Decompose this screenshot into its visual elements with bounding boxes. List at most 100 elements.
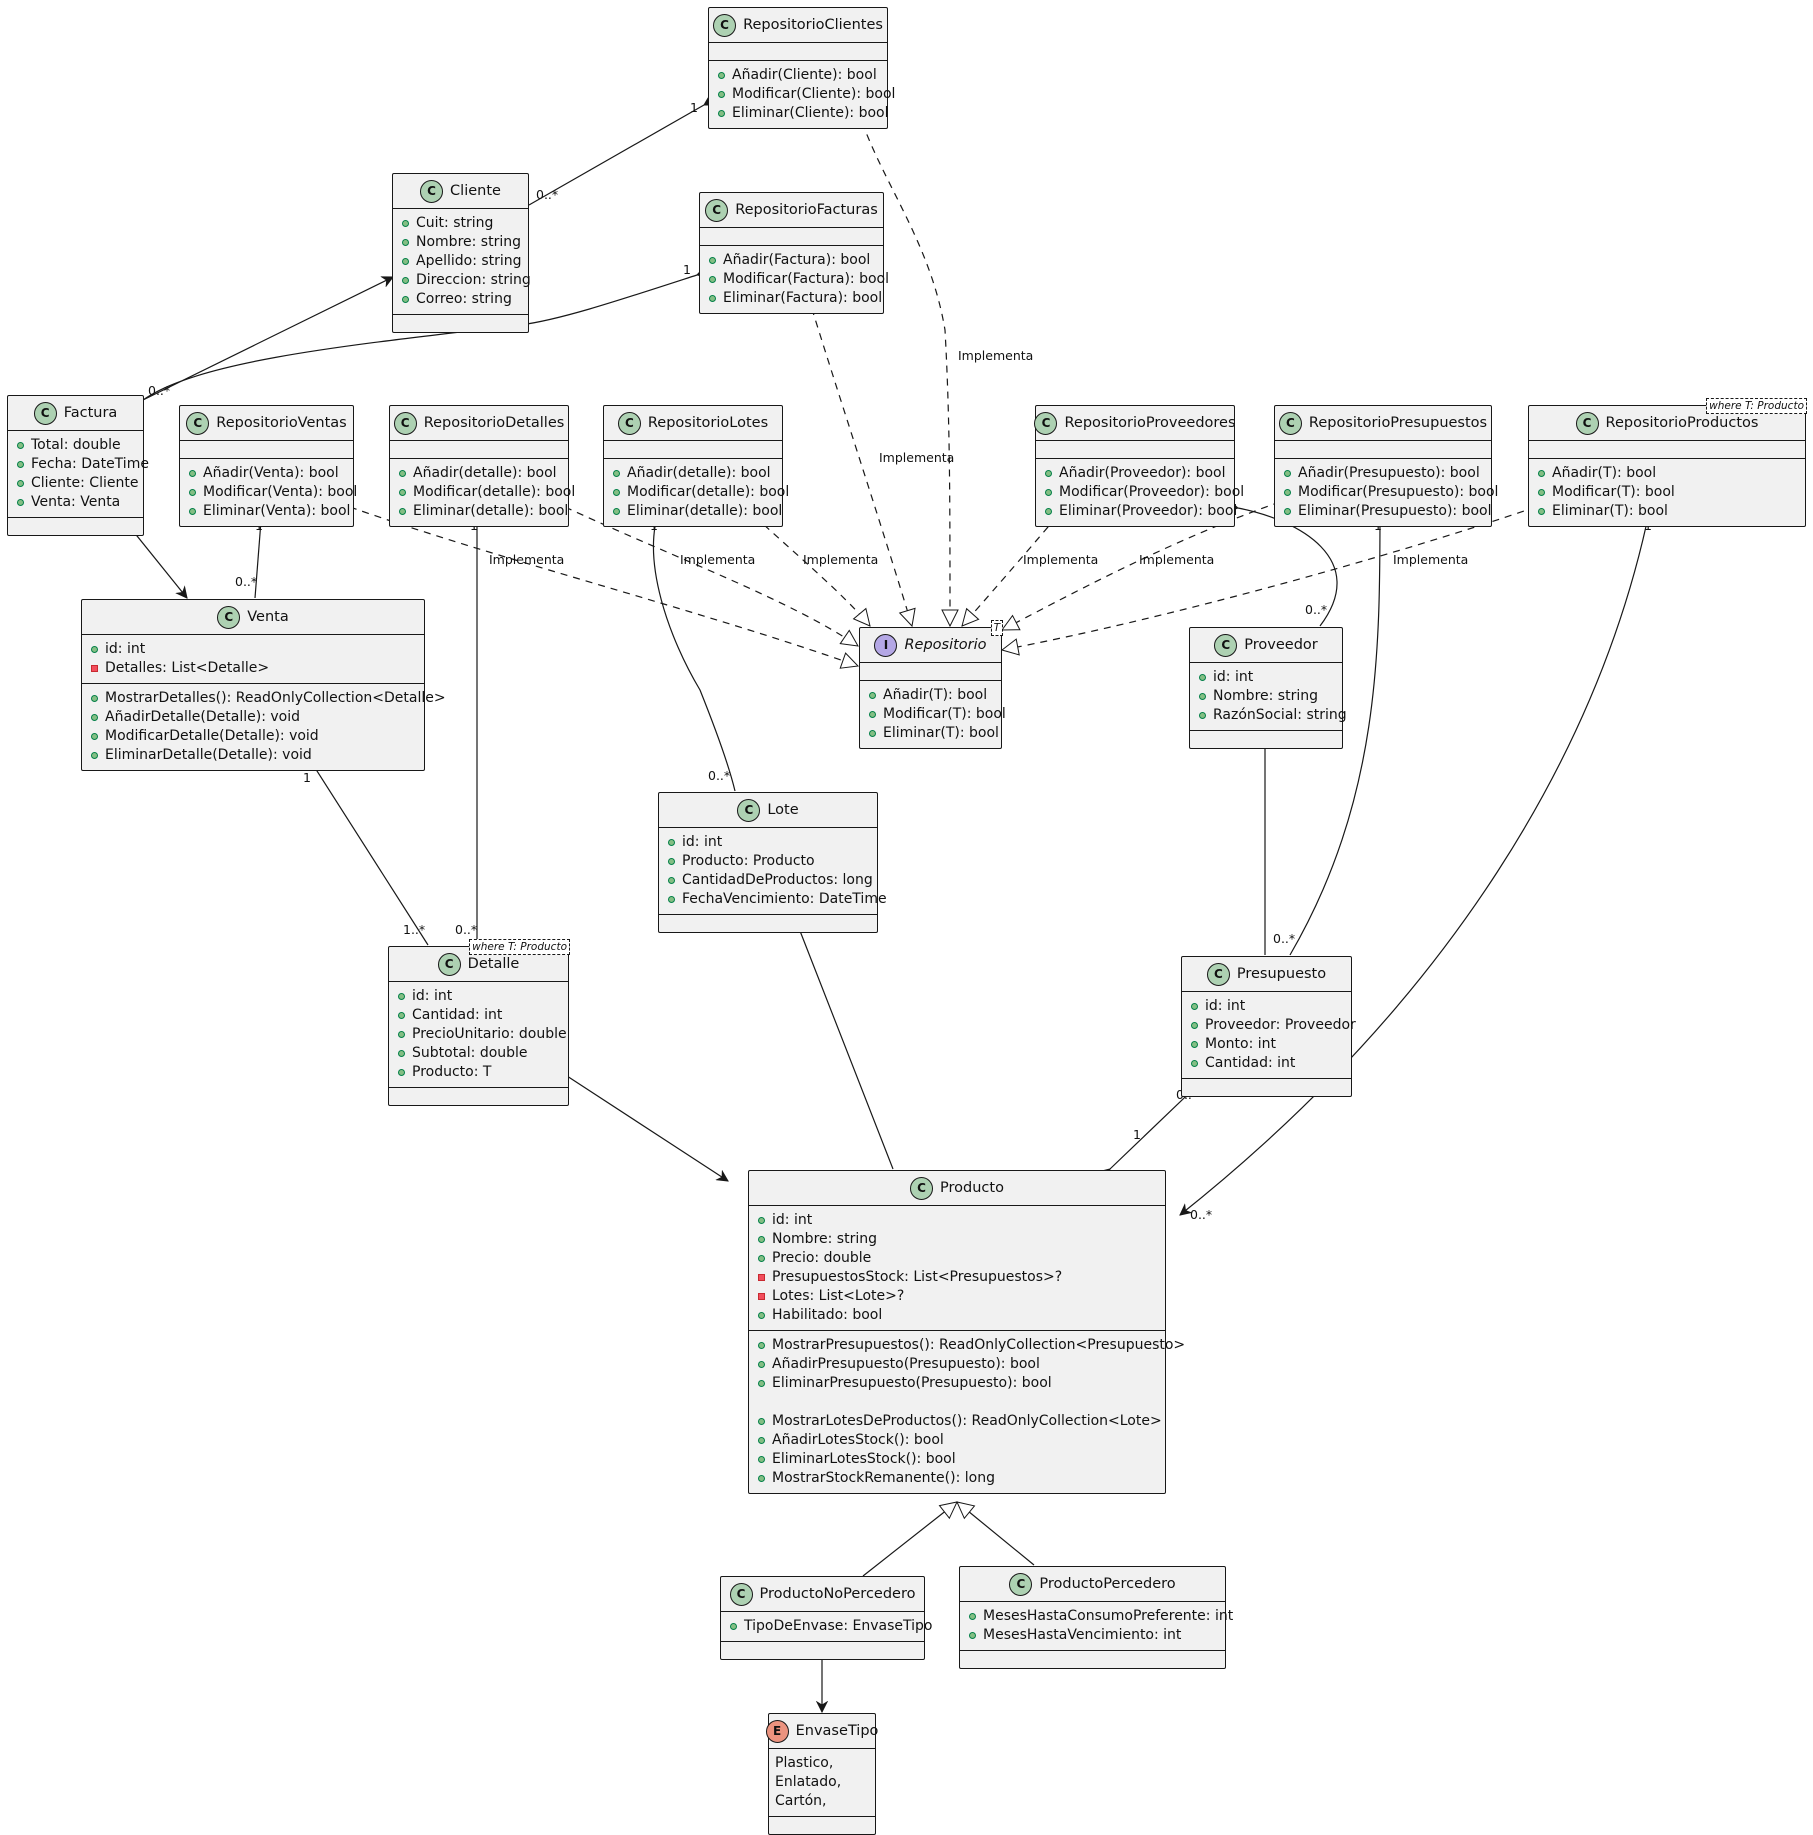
operations-section: [8, 518, 143, 535]
empty-section: [769, 1817, 875, 1834]
member-text: ModificarDetalle(Detalle): void: [105, 728, 319, 744]
member-text: Modificar(Cliente): bool: [732, 86, 896, 102]
operations-section: [393, 315, 528, 332]
implements-edge-detalles: [564, 506, 858, 646]
public-visibility-icon: [91, 646, 98, 653]
class-icon: C: [1034, 411, 1058, 435]
enum-value: Enlatado,: [775, 1774, 842, 1790]
public-visibility-icon: [1284, 489, 1291, 496]
member-text: EliminarPresupuesto(Presupuesto): bool: [772, 1375, 1052, 1391]
class-icon: C: [910, 1176, 934, 1200]
implementa-label: Implementa: [879, 450, 954, 465]
public-visibility-icon: [402, 220, 409, 227]
member-text: PrecioUnitario: double: [412, 1026, 567, 1042]
attributes-section: [1036, 441, 1234, 459]
public-visibility-icon: [1045, 508, 1052, 515]
public-visibility-icon: [709, 295, 716, 302]
member-text: Eliminar(Factura): bool: [723, 290, 883, 306]
member-text: Añadir(Factura): bool: [723, 252, 871, 268]
class-icon: C: [1009, 1572, 1033, 1596]
member-text: Nombre: string: [416, 234, 521, 250]
public-visibility-icon: [613, 489, 620, 496]
member-text: Añadir(T): bool: [1552, 465, 1657, 481]
public-visibility-icon: [730, 1623, 737, 1630]
implementa-label: Implementa: [1139, 552, 1214, 567]
class-icon: C: [705, 198, 729, 222]
class-name: Producto: [940, 1180, 1004, 1196]
public-visibility-icon: [17, 461, 24, 468]
public-visibility-icon: [398, 1069, 405, 1076]
member-text: CantidadDeProductos: long: [682, 872, 873, 888]
member-text: MesesHastaConsumoPreferente: int: [983, 1608, 1234, 1624]
public-visibility-icon: [399, 470, 406, 477]
attributes-section: [1529, 441, 1805, 459]
member-text: AñadirPresupuesto(Presupuesto): bool: [772, 1356, 1040, 1372]
class-name: RepositorioLotes: [647, 415, 769, 431]
member-text: Eliminar(T): bool: [883, 725, 999, 741]
class-name: Detalle: [467, 956, 520, 972]
class-icon: C: [729, 1582, 753, 1606]
private-visibility-icon: [758, 1293, 765, 1300]
class-icon: C: [420, 179, 444, 203]
class-icon: C: [713, 13, 737, 37]
member-text: Cantidad: int: [412, 1007, 503, 1023]
member-text: MostrarDetalles(): ReadOnlyCollection<De…: [105, 690, 446, 706]
public-visibility-icon: [758, 1217, 765, 1224]
member-text: Añadir(detalle): bool: [627, 465, 771, 481]
member-text: Proveedor: Proveedor: [1205, 1017, 1356, 1033]
public-visibility-icon: [1538, 508, 1545, 515]
class-name: Venta: [247, 609, 289, 625]
enum-value: Cartón,: [775, 1793, 827, 1809]
member-text: Precio: double: [772, 1250, 872, 1266]
class-name: ProductoNoPercedero: [759, 1586, 916, 1602]
member-text: Correo: string: [416, 291, 512, 307]
public-visibility-icon: [189, 508, 196, 515]
public-visibility-icon: [668, 877, 675, 884]
member-text: Producto: Producto: [682, 853, 815, 869]
composition-clientes-cliente: [528, 97, 718, 206]
class-name: RepositorioFacturas: [735, 202, 878, 218]
member-text: Venta: Venta: [31, 494, 121, 510]
member-text: Eliminar(Proveedor): bool: [1059, 503, 1238, 519]
multiplicity-label: 1..*: [403, 922, 425, 937]
member-text: Eliminar(detalle): bool: [413, 503, 569, 519]
attributes-section: [604, 441, 782, 459]
class-name: Proveedor: [1244, 637, 1318, 653]
multiplicity-label: 0..*: [235, 574, 257, 589]
implementa-label: Implementa: [803, 552, 878, 567]
member-text: Producto: T: [412, 1064, 492, 1080]
public-visibility-icon: [668, 839, 675, 846]
member-text: Eliminar(detalle): bool: [627, 503, 783, 519]
class-name: Repositorio: [904, 637, 987, 653]
public-visibility-icon: [402, 258, 409, 265]
class-name: EnvaseTipo: [795, 1723, 879, 1739]
public-visibility-icon: [398, 1050, 405, 1057]
public-visibility-icon: [668, 858, 675, 865]
member-text: Modificar(detalle): bool: [413, 484, 576, 500]
multiplicity-label: 1: [683, 262, 691, 277]
operations-section: [389, 1088, 568, 1105]
class-icon: C: [393, 411, 417, 435]
public-visibility-icon: [402, 277, 409, 284]
